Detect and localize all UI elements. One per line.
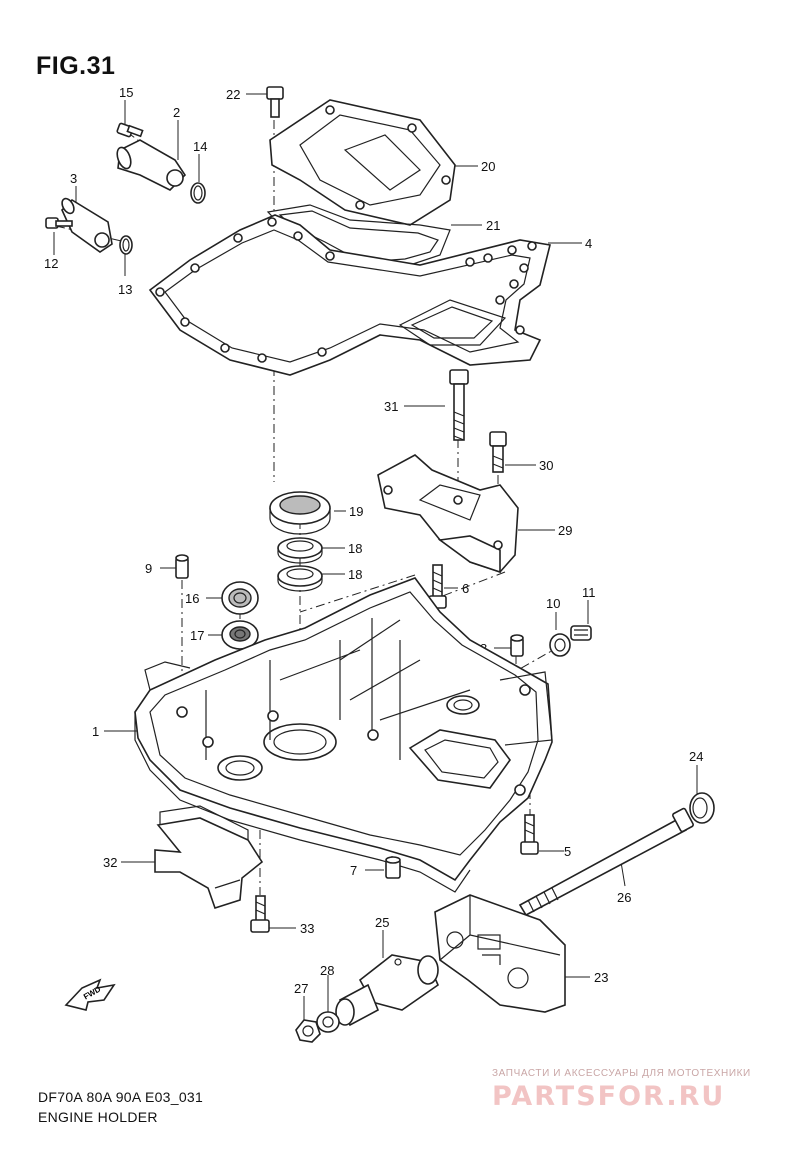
callout-19: 19 <box>349 504 363 519</box>
part-12-bolt <box>45 217 73 229</box>
callout-21: 21 <box>486 218 500 233</box>
watermark-tagline: ЗАПЧАСТИ И АКСЕССУАРЫ ДЛЯ МОТОТЕХНИКИ <box>492 1068 751 1079</box>
gasket-bolt-hole <box>220 343 230 353</box>
part-23-mount <box>434 894 566 1013</box>
part-3-fitting <box>61 197 113 253</box>
gasket-bolt-hole <box>293 231 303 241</box>
callout-27: 27 <box>294 981 308 996</box>
callout-11: 11 <box>582 585 596 600</box>
part-32-bracket <box>154 805 264 909</box>
callout-12: 12 <box>44 256 58 271</box>
part-31-bolt <box>449 369 469 441</box>
part-16-bearing <box>221 581 259 615</box>
model-code: DF70A 80A 90A E03_031 <box>38 1089 204 1105</box>
part-20-cover <box>269 99 456 226</box>
part-1-engine-holder <box>134 577 553 893</box>
callout-labels: 2215214203214121331301929189186161011178… <box>44 85 703 996</box>
part-25-bushing <box>335 954 439 1027</box>
part-9-dowel-pin <box>175 554 189 579</box>
callout-18: 18 <box>348 567 362 582</box>
part-26-shaft <box>518 807 694 917</box>
callout-24: 24 <box>689 749 703 764</box>
callout-10: 10 <box>546 596 560 611</box>
figure-name: ENGINE HOLDER <box>38 1109 158 1125</box>
part-27-nut <box>295 1019 321 1043</box>
callout-18: 18 <box>348 541 362 556</box>
fwd-arrow-icon: FWD <box>64 978 116 1011</box>
part-30-bolt <box>489 431 507 473</box>
callout-3: 3 <box>70 171 77 186</box>
callout-9: 9 <box>145 561 152 576</box>
gasket-bolt-hole <box>180 317 190 327</box>
part-24-cap <box>689 792 715 824</box>
part-22-bolt <box>266 86 284 118</box>
part-8-dowel-pin <box>510 634 524 657</box>
leader-lines <box>53 93 698 1020</box>
gasket-bolt-hole <box>527 241 537 251</box>
part-11-plug <box>570 625 592 641</box>
callout-7: 7 <box>350 863 357 878</box>
part-4-gasket <box>148 214 551 376</box>
callout-20: 20 <box>481 159 495 174</box>
callout-6: 6 <box>462 581 469 596</box>
gasket-bolt-hole <box>495 295 505 305</box>
gasket-bolt-hole <box>515 325 525 335</box>
callout-33: 33 <box>300 921 314 936</box>
part-19-oil-seal <box>269 491 331 535</box>
callout-22: 22 <box>226 87 240 102</box>
callout-25: 25 <box>375 915 389 930</box>
part-28-washer <box>316 1011 340 1033</box>
gasket-bolt-hole <box>317 347 327 357</box>
gasket-bolt-hole <box>509 279 519 289</box>
gasket-bolt-hole <box>257 353 267 363</box>
part-15-bolt <box>116 122 144 138</box>
gasket-bolt-hole <box>267 217 277 227</box>
callout-26: 26 <box>617 890 631 905</box>
callout-30: 30 <box>539 458 553 473</box>
part-18-washer-lower <box>277 565 323 592</box>
part-10-washer <box>549 633 571 657</box>
part-14-oring <box>190 182 206 204</box>
callout-2: 2 <box>173 105 180 120</box>
callout-4: 4 <box>585 236 592 251</box>
watermark-brand: PARTSFOR.RU <box>492 1081 726 1112</box>
callout-15: 15 <box>119 85 133 100</box>
callout-16: 16 <box>185 591 199 606</box>
gasket-bolt-hole <box>233 233 243 243</box>
callout-32: 32 <box>103 855 117 870</box>
gasket-bolt-hole <box>155 287 165 297</box>
part-2-fitting <box>116 139 187 191</box>
gasket-bolt-hole <box>325 251 335 261</box>
callout-29: 29 <box>558 523 572 538</box>
part-33-bolt <box>250 895 270 933</box>
gasket-bolt-hole <box>465 257 475 267</box>
figure-title: FIG.31 <box>36 52 116 80</box>
gasket-bolt-hole <box>483 253 493 263</box>
part-13-oring <box>119 235 133 255</box>
gasket-bolt-hole <box>519 263 529 273</box>
callout-17: 17 <box>190 628 204 643</box>
part-18-washer-upper <box>277 537 323 564</box>
callout-23: 23 <box>594 970 608 985</box>
part-29-holder <box>377 454 519 574</box>
callout-1: 1 <box>92 724 99 739</box>
part-7-dowel-pin <box>385 856 401 879</box>
gasket-bolt-hole <box>507 245 517 255</box>
part-5-bolt <box>520 814 539 855</box>
callout-5: 5 <box>564 844 571 859</box>
callout-13: 13 <box>118 282 132 297</box>
callout-28: 28 <box>320 963 334 978</box>
callout-31: 31 <box>384 399 398 414</box>
part-17-bearing <box>221 620 259 650</box>
callout-14: 14 <box>193 139 207 154</box>
gasket-bolt-hole <box>190 263 200 273</box>
